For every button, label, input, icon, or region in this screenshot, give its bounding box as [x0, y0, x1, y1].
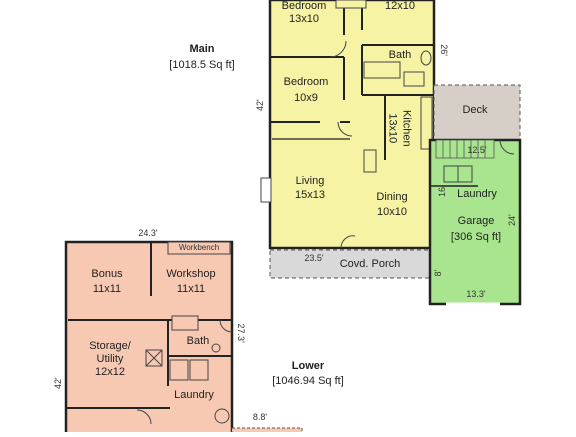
stairs — [435, 139, 495, 159]
kitchen-counter — [420, 96, 433, 150]
door-swing — [136, 409, 152, 425]
porch-width-dim: 23.5' — [304, 253, 324, 263]
garage-laundry-label: Laundry — [457, 188, 497, 200]
bedroom-mid-name: Bedroom — [283, 76, 329, 88]
lower-bath-label: Bath — [186, 335, 210, 347]
bedroom-top-size: 13x10 — [289, 13, 319, 25]
garage-area-label: [306 Sq ft] — [450, 231, 502, 243]
main-top-right-dim: 26' — [439, 44, 450, 57]
window — [260, 177, 272, 203]
garage-name: Garage — [457, 215, 495, 227]
sink — [211, 343, 221, 353]
bedroom-mid-size: 10x9 — [294, 92, 318, 104]
door-swing — [329, 40, 347, 58]
lower-exterior-stair — [231, 427, 303, 437]
storage-name-1: Storage/ — [89, 340, 131, 352]
workshop-name: Workshop — [166, 268, 216, 280]
garage-wing — [428, 84, 522, 306]
workshop-size: 11x11 — [176, 283, 206, 295]
dryer-lower — [189, 359, 209, 381]
door-swing — [337, 121, 353, 137]
lower-floor-area-label: [1046.94 Sq ft] — [272, 375, 344, 387]
bedroom-top-name: Bedroom — [281, 0, 327, 12]
garage-side16-dim: 16' — [436, 185, 447, 198]
door-swing — [499, 139, 515, 155]
bedroom-right-size: 12x10 — [385, 0, 415, 12]
dining-name: Dining — [376, 191, 408, 203]
workbench-label: Workbench — [178, 243, 220, 252]
covered-porch — [269, 249, 431, 279]
lower-laundry-label: Laundry — [174, 389, 214, 401]
bathtub — [363, 61, 401, 79]
vanity — [403, 71, 425, 87]
porch-label: Covd. Porch — [339, 258, 401, 270]
lower-top-dim: 24.3' — [138, 228, 158, 238]
door-swing — [219, 319, 233, 333]
garage-side8-dim: 8' — [432, 269, 443, 277]
kitchen-name: Kitchen — [400, 109, 413, 147]
utility-fixture — [214, 408, 230, 424]
toilet — [420, 50, 432, 66]
storage-size: 12x12 — [95, 366, 125, 378]
lower-bottom-dim: 8.8' — [252, 412, 268, 422]
lower-floor-title: Lower — [291, 360, 325, 372]
lower-floor-area — [64, 240, 234, 437]
lower-floor — [64, 240, 303, 437]
kitchen-size: 13x10 — [386, 113, 399, 144]
dryer — [457, 165, 473, 183]
main-floor-area-label: [1018.5 Sq ft] — [169, 59, 235, 71]
lower-right-dim: 27.3' — [236, 323, 247, 343]
workbench — [167, 241, 231, 255]
garage-side24-dim: 24' — [506, 214, 517, 227]
washer-lower — [169, 359, 189, 381]
living-name: Living — [295, 175, 325, 187]
deck-label: Deck — [462, 104, 488, 116]
main-floor — [260, 0, 436, 279]
deck — [433, 84, 521, 141]
shower — [171, 315, 199, 331]
lower-side-dim: 42' — [52, 377, 63, 390]
living-size: 15x13 — [295, 189, 325, 201]
dining-size: 10x10 — [377, 206, 407, 218]
storage-name-2: Utility — [96, 353, 124, 365]
water-heater-x — [145, 349, 163, 367]
main-side-dim: 42' — [254, 99, 265, 112]
main-floor-title: Main — [189, 43, 215, 55]
door-swing — [340, 235, 356, 249]
deck-dim: 12.5' — [467, 145, 487, 155]
bath-main-label: Bath — [388, 49, 412, 61]
bonus-name: Bonus — [91, 268, 123, 280]
kitchen-island — [363, 149, 377, 173]
main-floor-area — [268, 0, 436, 250]
garage-bottom-dim: 13.3' — [466, 289, 486, 299]
bonus-size: 11x11 — [92, 283, 122, 295]
closet — [335, 0, 367, 9]
